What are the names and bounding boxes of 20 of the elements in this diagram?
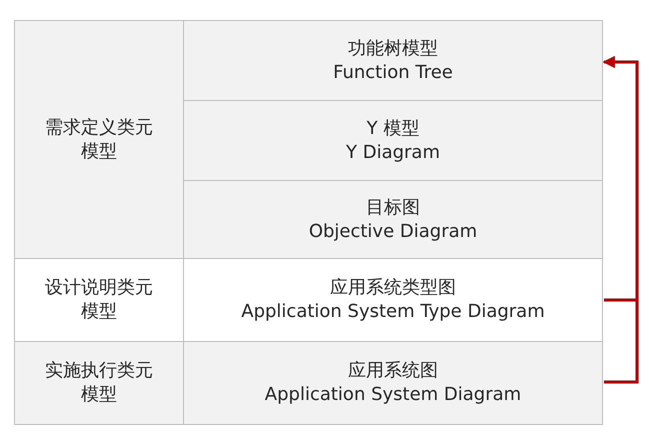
model-cell (183, 180, 603, 259)
category-cell (14, 20, 184, 259)
category-cell (14, 341, 184, 425)
model-cell (183, 20, 603, 101)
model-name-translation: Function Tree (333, 60, 453, 84)
model-name-translation: Application System Diagram (264, 383, 522, 407)
model-name: 功能树模型 (348, 36, 438, 60)
category-label: 设计说明类元模型 (44, 276, 154, 324)
model-name: Y 模型 (366, 116, 420, 140)
model-name: 应用系统图 (348, 359, 438, 383)
model-name-translation: Application System Type Diagram (241, 300, 545, 324)
model-cell (183, 341, 603, 425)
model-name-translation: Objective Diagram (308, 220, 478, 244)
model-name-translation: Y Diagram (346, 140, 440, 164)
category-label: 实施执行类元模型 (44, 359, 154, 407)
model-cell (183, 100, 603, 181)
arrow (602, 56, 638, 384)
category-label: 需求定义类元模型 (44, 116, 154, 164)
model-name: 应用系统类型图 (330, 276, 456, 300)
model-name: 目标图 (366, 196, 420, 220)
